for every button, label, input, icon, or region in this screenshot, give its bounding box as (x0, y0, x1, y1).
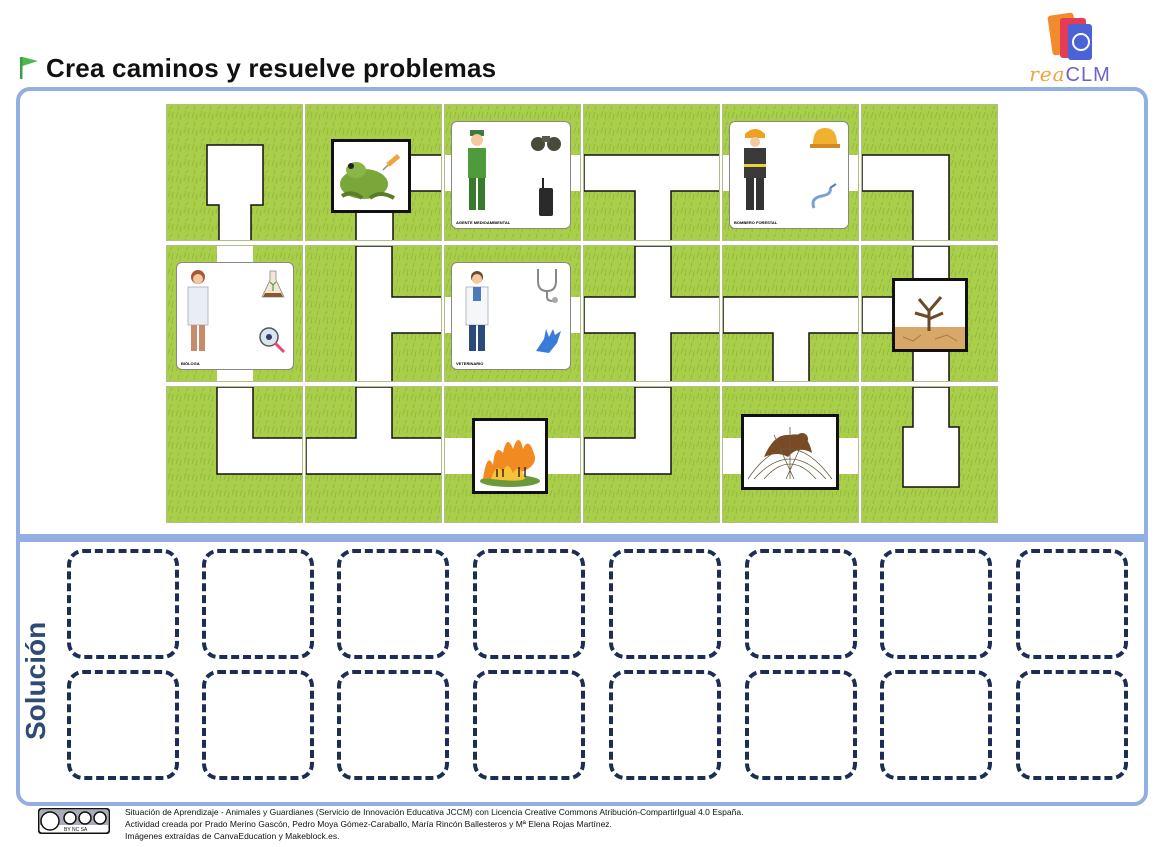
path-tile[interactable] (722, 245, 859, 382)
page-title: Crea caminos y resuelve problemas (46, 52, 497, 83)
trapped-eagle-icon (747, 427, 833, 480)
profession-label: BIÓLOGA (181, 361, 200, 366)
binoculars-icon (531, 136, 561, 151)
profession-card-veterinario[interactable]: VETERINARIO (451, 262, 571, 370)
profession-card-biologa[interactable]: BIÓLOGA (176, 262, 294, 370)
profession-label: AGENTE MEDIOAMBIENTAL (456, 220, 511, 225)
header: Crea caminos y resuelve problemas (18, 50, 496, 86)
logo-text: reaCLM (1029, 62, 1111, 86)
veterinarian-icon (465, 271, 489, 351)
solution-slot[interactable] (67, 670, 179, 780)
problem-card-drought[interactable] (892, 278, 968, 352)
profession-label: BOMBERO FORESTAL (734, 220, 778, 225)
path-tile[interactable] (861, 386, 998, 523)
solution-slot[interactable] (880, 670, 992, 780)
solution-slot[interactable] (337, 549, 449, 659)
helmet-icon (810, 128, 840, 148)
cc-license-icon: BY NC SA (38, 808, 110, 834)
solution-slot[interactable] (609, 670, 721, 780)
fire-icon (480, 440, 540, 487)
path-tile[interactable] (166, 104, 303, 241)
problem-card-fire[interactable] (472, 418, 548, 494)
walkie-icon (539, 178, 553, 216)
path-tile[interactable] (583, 245, 720, 382)
logo-icon (1047, 12, 1092, 60)
forest-agent-icon (468, 130, 486, 210)
footer-credits: Situación de Aprendizaje - Animales y Gu… (125, 806, 743, 842)
hose-icon (811, 183, 837, 209)
biologist-icon (187, 270, 209, 351)
frog-icon (340, 162, 395, 200)
solution-slot[interactable] (202, 549, 314, 659)
solution-title: Solución (20, 621, 51, 740)
path-tile[interactable] (861, 104, 998, 241)
firefighter-icon (744, 129, 766, 210)
solution-slot[interactable] (202, 670, 314, 780)
magnifier-icon (259, 327, 286, 354)
flask-icon (261, 270, 285, 298)
problem-card-trapped-eagle[interactable] (741, 414, 839, 490)
dry-tree-icon (895, 296, 965, 349)
footer-line: Situación de Aprendizaje - Animales y Gu… (125, 807, 744, 817)
solution-slot[interactable] (880, 549, 992, 659)
path-tile[interactable] (305, 386, 442, 523)
stethoscope-icon (537, 269, 558, 303)
path-tile[interactable] (583, 104, 720, 241)
profession-card-agente[interactable]: AGENTE MEDIOAMBIENTAL (451, 121, 571, 229)
solution-slot[interactable] (609, 549, 721, 659)
syringe-icon (382, 153, 401, 171)
solution-slot[interactable] (745, 670, 857, 780)
flag-icon (20, 57, 38, 79)
reaclm-logo: reaCLM (1020, 10, 1120, 86)
solution-slot[interactable] (1016, 670, 1128, 780)
svg-text:BY NC SA: BY NC SA (64, 827, 88, 833)
path-tile[interactable] (583, 386, 720, 523)
solution-slot[interactable] (745, 549, 857, 659)
solution-slot[interactable] (473, 670, 585, 780)
profession-card-bombero[interactable]: BOMBERO FORESTAL (729, 121, 849, 229)
profession-label: VETERINARIO (456, 361, 484, 366)
glove-icon (536, 329, 561, 353)
problem-card-frog[interactable] (331, 139, 411, 213)
path-tile[interactable] (166, 386, 303, 523)
solution-slot[interactable] (67, 549, 179, 659)
footer-line: Actividad creada por Prado Merino Gascón… (125, 819, 612, 829)
solution-slot[interactable] (1016, 549, 1128, 659)
solution-slot[interactable] (337, 670, 449, 780)
footer-line: Imágenes extraídas de CanvaEducation y M… (125, 831, 340, 841)
solution-slot[interactable] (473, 549, 585, 659)
path-tile[interactable] (305, 245, 442, 382)
